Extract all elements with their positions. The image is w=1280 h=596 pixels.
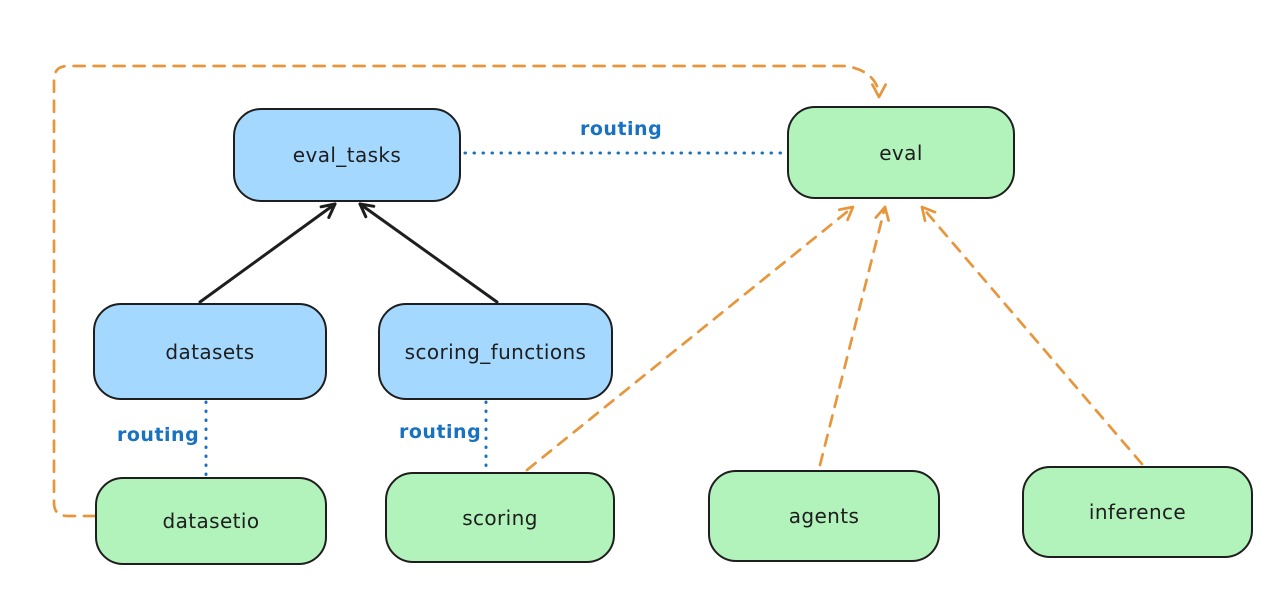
node-datasets: datasets (93, 303, 327, 400)
node-scoring: scoring (385, 472, 615, 563)
edge-agents-to-eval (818, 205, 890, 467)
node-inference-label: inference (1088, 500, 1187, 524)
edge-inference-to-eval (920, 205, 1144, 466)
node-scoring-functions-label: scoring_functions (404, 339, 587, 364)
edge-datasetio-to-eval (52, 64, 887, 518)
node-inference: inference (1022, 466, 1253, 558)
node-datasets-label: datasets (165, 339, 255, 364)
routing-label-left: routing (117, 424, 200, 446)
edge-scoring-functions-to-eval-tasks (358, 202, 499, 304)
node-agents-label: agents (788, 504, 860, 528)
routing-label-top: routing (580, 118, 663, 140)
node-datasetio-label: datasetio (162, 509, 260, 533)
node-eval: eval (787, 106, 1015, 199)
edge-datasets-to-eval-tasks (198, 202, 337, 304)
edge-scoring-to-eval (525, 205, 855, 472)
node-eval-tasks: eval_tasks (233, 108, 461, 202)
node-agents: agents (708, 470, 940, 562)
node-eval-label: eval (879, 140, 923, 165)
node-datasetio: datasetio (95, 477, 327, 565)
node-eval-tasks-label: eval_tasks (292, 143, 402, 167)
node-scoring-functions: scoring_functions (378, 303, 613, 400)
routing-label-middle: routing (399, 421, 482, 443)
node-scoring-label: scoring (462, 505, 538, 530)
